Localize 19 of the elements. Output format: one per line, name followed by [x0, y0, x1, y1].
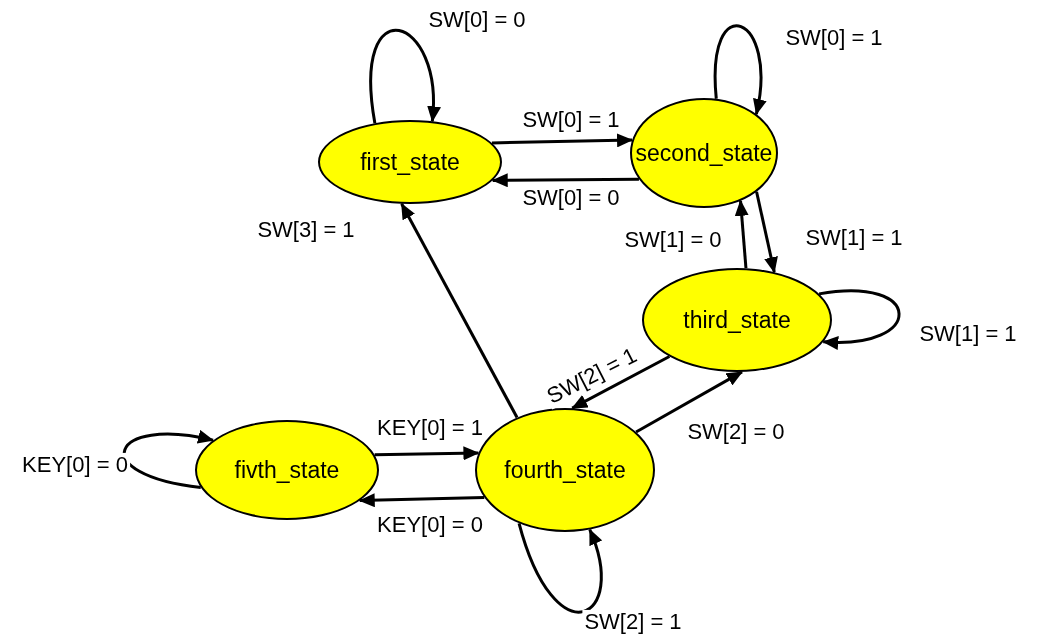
arrow [400, 202, 519, 419]
arrow [358, 493, 485, 508]
arrow [491, 133, 634, 148]
arrow [734, 199, 749, 269]
self-loop-arrow [123, 430, 215, 489]
self-loop-arrow [818, 289, 901, 350]
edge-label: KEY[0] = 0 [20, 452, 130, 478]
state-name: first_state [360, 148, 460, 176]
self-loop-arrow [713, 24, 766, 116]
arrow [635, 370, 743, 434]
state-name: second_state [635, 139, 773, 167]
state-name: fourth_state [504, 456, 626, 484]
edge-label: SW[2] = 1 [582, 609, 684, 635]
arrow [571, 355, 671, 410]
state-name: third_state [683, 306, 791, 334]
self-loop-arrow [517, 522, 603, 614]
arrow [491, 173, 639, 188]
arrow [755, 191, 778, 274]
state-name: fivth_state [234, 456, 340, 484]
